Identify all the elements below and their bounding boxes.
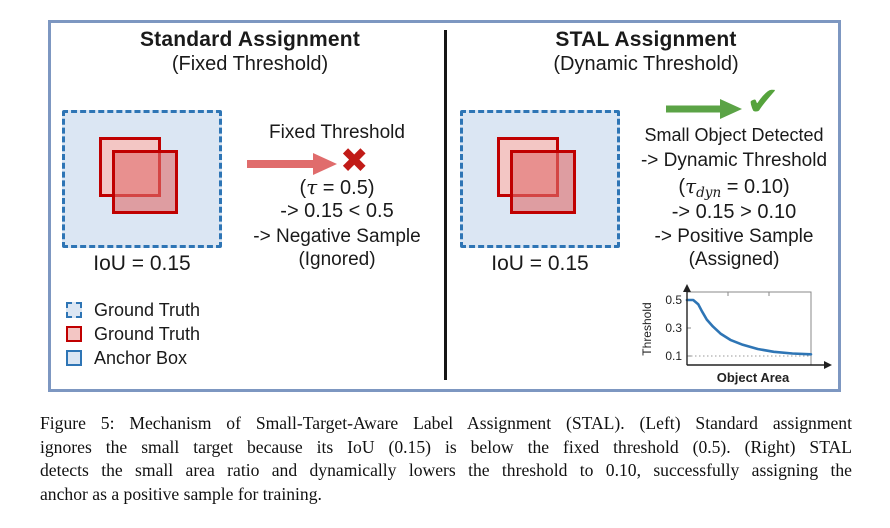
left-panel-subtitle: (Fixed Threshold) xyxy=(171,53,329,75)
left-tau-line: (τ = 0.5) xyxy=(238,175,436,200)
tau-symbol: τ xyxy=(685,174,697,198)
tau-rest: = 0.5) xyxy=(317,177,375,199)
caption-line: Figure 5: Mechanism of Small-Target-Awar… xyxy=(40,413,852,433)
left-result-note: (Ignored) xyxy=(298,249,376,270)
legend: Ground Truth Ground Truth Anchor Box xyxy=(66,298,200,370)
right-tau-line: (τdyn = 0.10) xyxy=(626,174,842,201)
right-result-note: (Assigned) xyxy=(688,249,780,270)
panel-divider xyxy=(444,30,447,380)
legend-item-ground-truth-dashed: Ground Truth xyxy=(66,298,200,322)
tau-open: ( xyxy=(678,176,686,198)
right-iou-label: IoU = 0.15 xyxy=(491,252,589,275)
right-result-line: -> Positive Sample xyxy=(654,226,814,247)
legend-label: Anchor Box xyxy=(94,347,188,368)
small-object-detected-label: Small Object Detected xyxy=(644,125,824,145)
left-result-line: -> Negative Sample xyxy=(253,226,421,247)
dashed-blue-swatch-icon xyxy=(66,302,82,318)
left-ground-truth-box-front xyxy=(112,150,178,214)
x-axis-arrow-icon xyxy=(824,361,832,369)
blue-swatch-icon xyxy=(66,350,82,366)
legend-label: Ground Truth xyxy=(94,323,201,344)
left-comparison-line: -> 0.15 < 0.5 xyxy=(280,200,394,222)
tau-symbol: τ xyxy=(306,175,318,199)
chart-xlabel: Object Area xyxy=(717,370,790,385)
left-panel-title: Standard Assignment xyxy=(139,28,361,51)
caption-line: detects the small area ratio and dynamic… xyxy=(40,460,852,480)
dynamic-threshold-line: -> Dynamic Threshold xyxy=(640,150,828,171)
chart-ylabel: Threshold xyxy=(640,302,654,355)
red-cross-icon: ✖ xyxy=(340,141,369,181)
y-axis-arrow-icon xyxy=(683,284,691,292)
fixed-threshold-label: Fixed Threshold xyxy=(269,122,405,143)
right-panel-subtitle: (Dynamic Threshold) xyxy=(553,53,739,75)
red-swatch-icon xyxy=(66,326,82,342)
threshold-vs-object-area-chart: Threshold 0.5 0.3 0.1 Object Area xyxy=(640,284,832,385)
green-check-icon: ✔ xyxy=(746,79,780,125)
caption-line: ignores the small target because its IoU… xyxy=(40,436,852,457)
left-iou-label: IoU = 0.15 xyxy=(93,252,191,275)
tau-rest: = 0.10) xyxy=(721,176,790,198)
ytick-0.3: 0.3 xyxy=(665,321,682,335)
red-arrow-icon xyxy=(247,153,337,175)
right-ground-truth-box-front xyxy=(510,150,576,214)
green-arrow-icon xyxy=(666,99,742,119)
legend-item-anchor-box: Anchor Box xyxy=(66,346,200,370)
tau-subscript: dyn xyxy=(696,185,722,201)
ytick-0.5: 0.5 xyxy=(665,293,682,307)
threshold-curve xyxy=(685,298,813,356)
right-comparison-line: -> 0.15 > 0.10 xyxy=(671,201,797,223)
tau-open: ( xyxy=(299,177,307,199)
ytick-0.1: 0.1 xyxy=(665,349,682,363)
right-panel-title: STAL Assignment xyxy=(555,28,737,51)
legend-label: Ground Truth xyxy=(94,299,201,320)
caption-line: anchor as a positive sample for training… xyxy=(40,483,322,504)
legend-item-ground-truth-red: Ground Truth xyxy=(66,322,200,346)
figure-caption: Figure 5: Mechanism of Small-Target-Awar… xyxy=(40,412,852,506)
